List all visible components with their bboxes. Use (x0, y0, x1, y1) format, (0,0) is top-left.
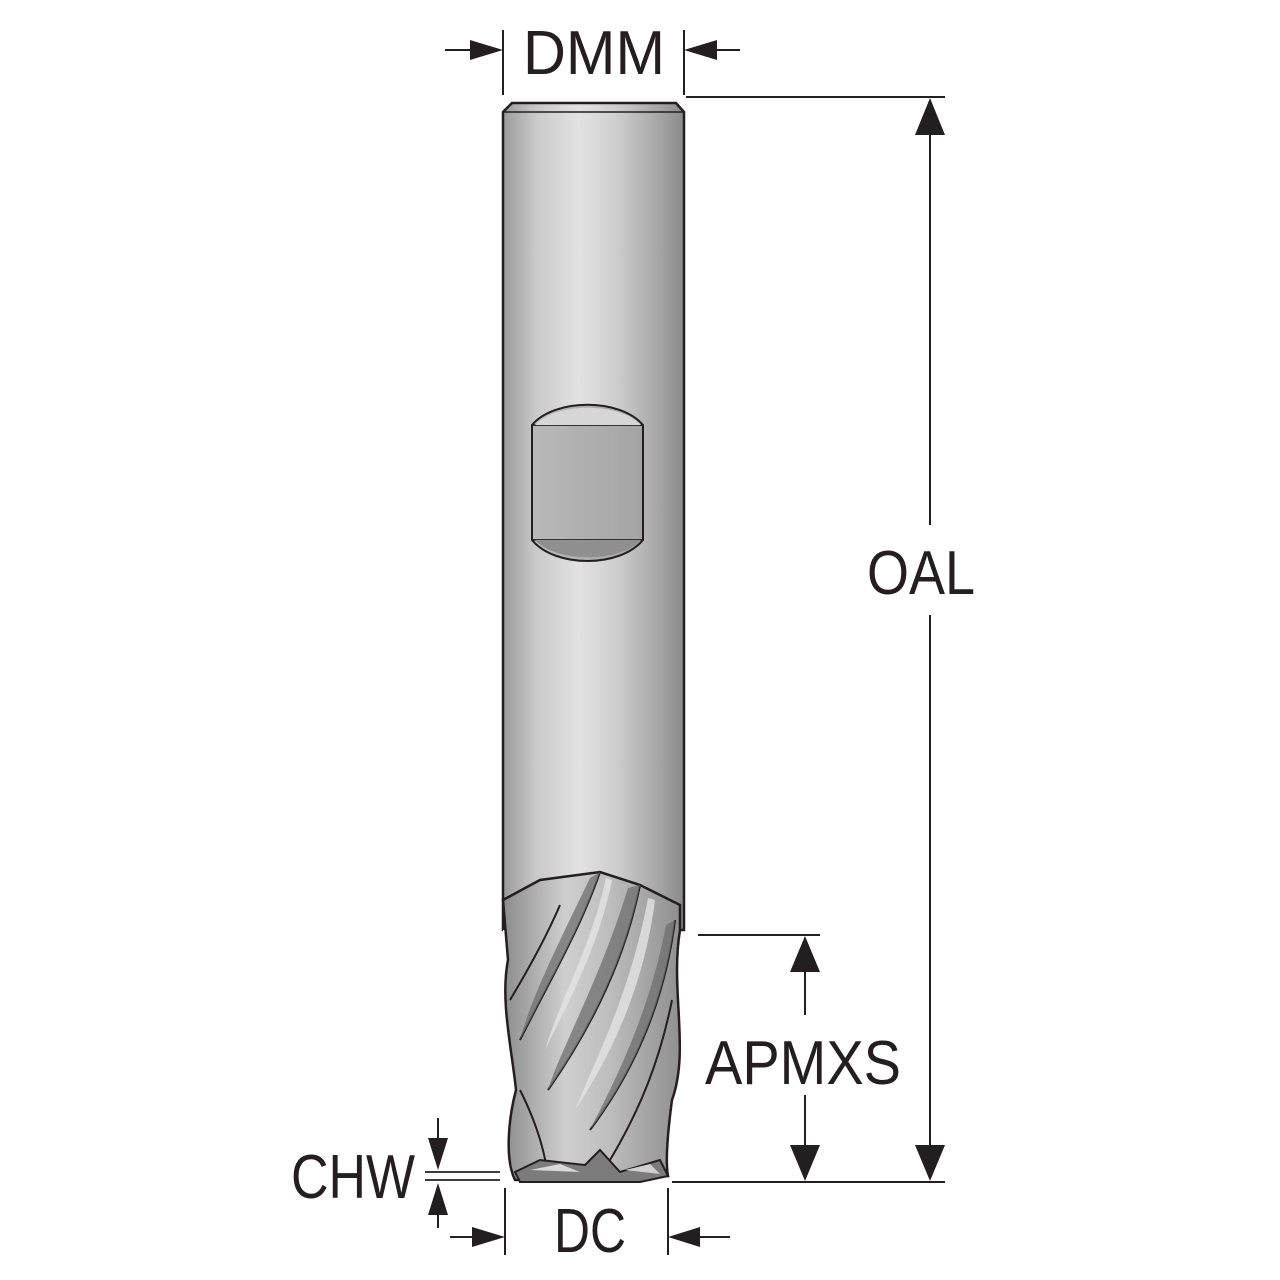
cutting-end (513, 1148, 670, 1183)
flute-shadows (520, 872, 675, 1130)
oal-label: OAL (867, 539, 975, 608)
chw-label: CHW (291, 1143, 415, 1212)
dimension-lines (425, 30, 945, 1255)
flute-section (501, 870, 682, 1183)
dc-dimension (450, 1188, 730, 1255)
dc-label: DC (554, 1197, 626, 1266)
apmxs-dimension (698, 934, 820, 1181)
dimension-labels: DMM OAL APMXS CHW DC (291, 19, 975, 1266)
apmxs-label: APMXS (705, 1029, 901, 1098)
chw-dimension (425, 1118, 500, 1228)
weldon-flat (531, 403, 644, 562)
dmm-dimension (445, 30, 740, 95)
end-mill-tool (501, 101, 686, 1183)
oal-dimension (672, 96, 945, 1183)
flute-highlights (545, 878, 655, 1110)
dmm-label: DMM (523, 19, 665, 88)
